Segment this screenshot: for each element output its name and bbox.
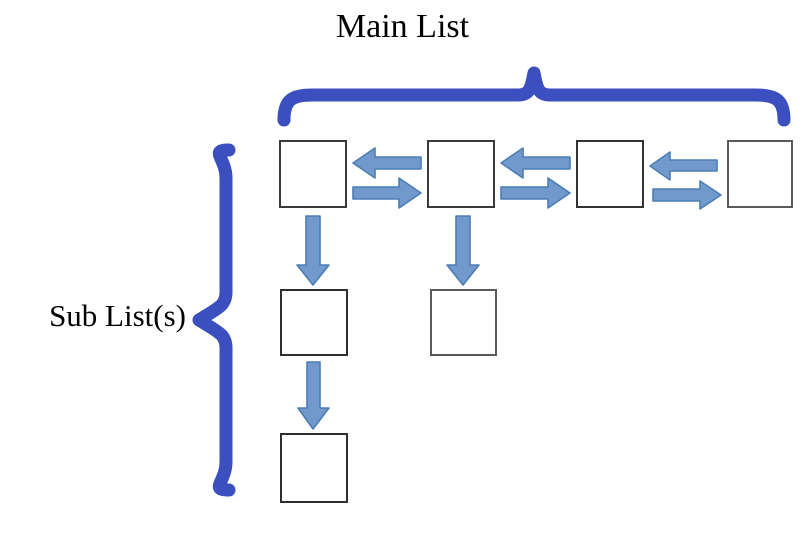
sub-list-brace-icon [192,143,236,497]
link-2-to-1-prev-arrow-icon [352,147,422,179]
main-node-1[interactable] [279,140,347,208]
sub-arrow-2-down-a-arrow-icon [446,215,480,286]
main-node-3[interactable] [576,140,644,208]
sub-node-1-1[interactable] [280,289,348,356]
link-4-to-3-prev-arrow-icon [649,151,718,181]
sub-node-1-2[interactable] [280,433,348,503]
main-node-2[interactable] [427,140,495,208]
sub-arrow-1-down-a-arrow-icon [296,215,330,286]
link-3-to-2-prev-arrow-icon [500,147,571,179]
sub-arrow-1-down-b-arrow-icon [297,361,330,430]
main-list-label: Main List [335,8,470,45]
sub-list-label: Sub List(s) [49,298,186,333]
link-3-to-4-next-arrow-icon [652,180,722,210]
link-1-to-2-next-arrow-icon [352,177,422,209]
main-node-4[interactable] [727,140,793,208]
sub-node-2-1[interactable] [430,289,497,356]
main-list-brace-icon [277,66,791,127]
link-2-to-3-next-arrow-icon [500,177,571,209]
